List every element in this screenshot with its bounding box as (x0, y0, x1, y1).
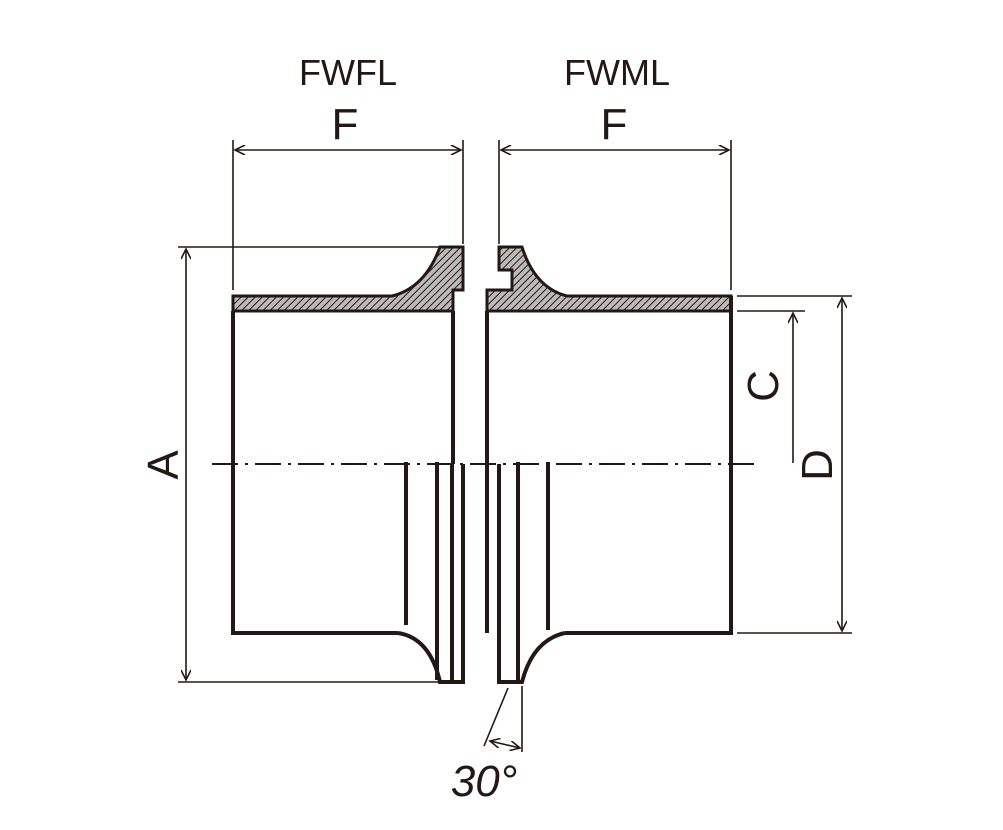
c-dimension (737, 310, 805, 463)
angle-dimension (483, 686, 523, 752)
f-dimension-left (232, 140, 464, 290)
fwfl-ferrule (231, 245, 465, 684)
d-dimension (737, 295, 852, 634)
f-dimension-label-right: F (601, 100, 628, 149)
f-dimension-right (498, 140, 732, 290)
fwfl-section-hatch (231, 245, 465, 313)
c-dimension-label: C (739, 370, 788, 402)
fwml-ferrule (485, 245, 733, 684)
d-dimension-label: D (793, 449, 842, 481)
fwml-label: FWML (564, 52, 670, 93)
a-dimension-label: A (139, 450, 188, 480)
a-dimension (178, 246, 463, 683)
fwfl-label: FWFL (299, 52, 397, 93)
fwml-section-hatch (485, 245, 733, 313)
f-dimension-label-left: F (332, 100, 359, 149)
angle-label: 30° (451, 757, 518, 806)
